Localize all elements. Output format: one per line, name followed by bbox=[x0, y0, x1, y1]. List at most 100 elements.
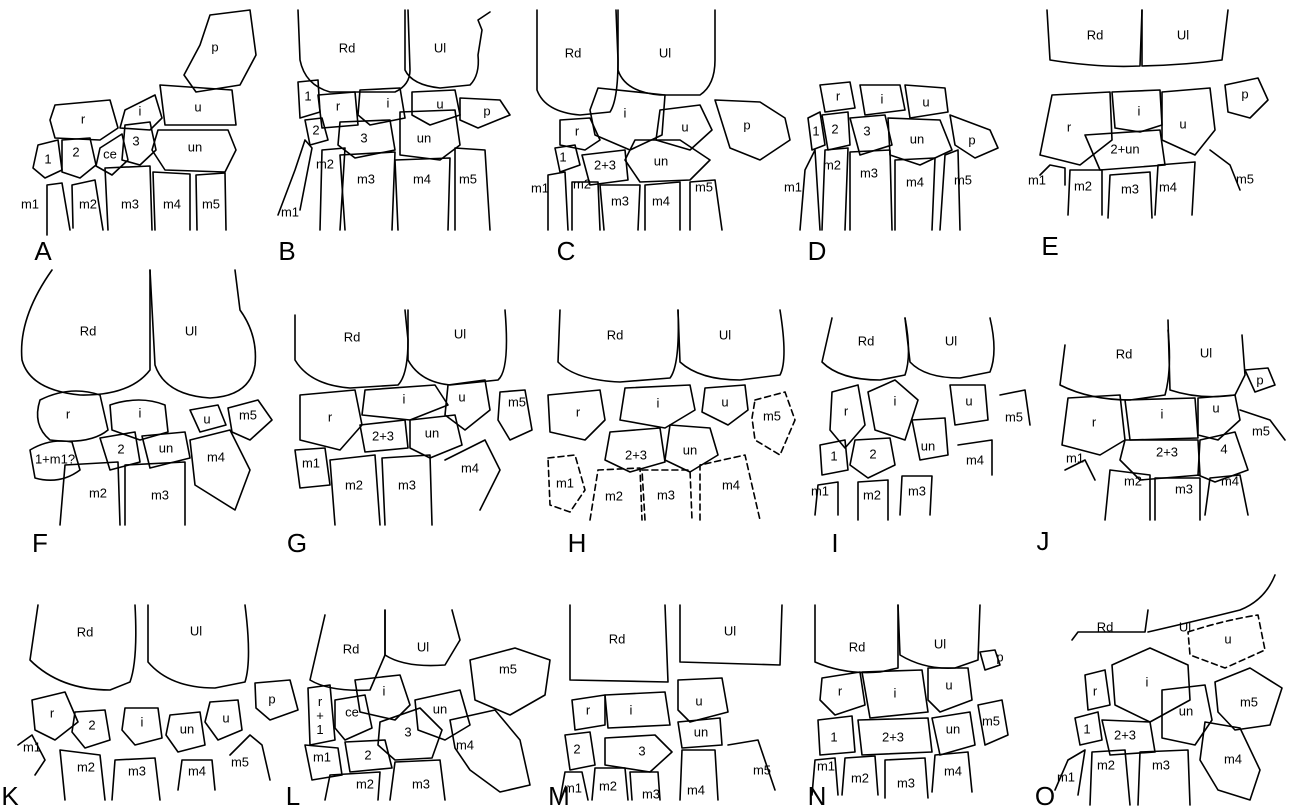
label-1: 1 bbox=[812, 123, 819, 138]
label-r: r bbox=[1092, 414, 1097, 429]
label-m2: m2 bbox=[345, 477, 363, 492]
label-2-3: 2+3 bbox=[625, 447, 647, 462]
panel-c: Rd Ul i r u p un 1 2+3 m1 m2 m3 m4 m5 C bbox=[531, 10, 790, 266]
label-m3: m3 bbox=[1121, 181, 1139, 196]
label-r: r bbox=[838, 683, 843, 698]
panel-i: Rd Ul r i u m5 1 2 un m4 m1 m2 m3 I bbox=[811, 318, 1030, 558]
radiale-outline bbox=[38, 391, 108, 441]
label-un: un bbox=[433, 701, 447, 716]
label-m3: m3 bbox=[151, 487, 169, 502]
intermedium-outline bbox=[605, 692, 670, 728]
label-i: i bbox=[141, 714, 144, 729]
label-m5: m5 bbox=[459, 171, 477, 186]
label-ul: Ul bbox=[1200, 345, 1212, 360]
radius-outline bbox=[558, 310, 678, 382]
label-m5: m5 bbox=[763, 408, 781, 423]
label-m5: m5 bbox=[982, 713, 1000, 728]
label-r: r bbox=[836, 88, 841, 103]
panel-label: E bbox=[1041, 231, 1058, 261]
label-r: r bbox=[576, 404, 581, 419]
label-un: un bbox=[159, 440, 173, 455]
label-2: 2 bbox=[364, 747, 371, 762]
label-u: u bbox=[222, 710, 229, 725]
label-ul: Ul bbox=[1179, 619, 1191, 634]
label-m5: m5 bbox=[1240, 694, 1258, 709]
label-rd: Rd bbox=[607, 327, 624, 342]
label-m3: m3 bbox=[657, 487, 675, 502]
label-u: u bbox=[681, 119, 688, 134]
radius-outline bbox=[537, 10, 618, 115]
ulna-outline bbox=[385, 610, 460, 666]
metacarpal-4-outline bbox=[395, 158, 450, 230]
label-2: 2 bbox=[869, 446, 876, 461]
label-2-un: 2+un bbox=[1110, 141, 1139, 156]
label-u: u bbox=[945, 677, 952, 692]
label-m3: m3 bbox=[860, 165, 878, 180]
label-ul: Ul bbox=[724, 623, 736, 638]
distal-carpal-3-outline bbox=[850, 115, 892, 155]
label-1: 1 bbox=[44, 151, 51, 166]
metacarpal-3-outline bbox=[850, 150, 892, 230]
label-ul: Ul bbox=[434, 40, 446, 55]
label-p: p bbox=[1241, 86, 1248, 101]
label-m2: m2 bbox=[573, 176, 591, 191]
label-2: 2 bbox=[88, 717, 95, 732]
label-2: 2 bbox=[573, 741, 580, 756]
label-r-1: r+1 bbox=[316, 694, 324, 737]
label-m5: m5 bbox=[499, 661, 517, 676]
label-u: u bbox=[203, 411, 210, 426]
label-m4: m4 bbox=[413, 171, 431, 186]
label-4: 4 bbox=[1220, 441, 1227, 456]
label-r: r bbox=[1067, 119, 1072, 134]
metacarpal-5-outline bbox=[470, 648, 550, 715]
label-m4: m4 bbox=[188, 763, 206, 778]
ulna-outline bbox=[405, 10, 490, 88]
panel-a: p u r i un ce 3 1 2 m1 m2 m3 m4 m5 A bbox=[21, 10, 256, 266]
pisiform-outline bbox=[715, 100, 790, 160]
metacarpal-1-outline bbox=[47, 183, 70, 235]
label-u: u bbox=[922, 94, 929, 109]
label-m2: m2 bbox=[77, 759, 95, 774]
label-u: u bbox=[1224, 631, 1231, 646]
label-m1: m1 bbox=[1028, 172, 1046, 187]
label-i: i bbox=[387, 95, 390, 110]
panel-label: F bbox=[32, 528, 48, 558]
panel-label: M bbox=[548, 781, 570, 811]
label-m3: m3 bbox=[1175, 481, 1193, 496]
label-ul: Ul bbox=[659, 45, 671, 60]
panel-label: L bbox=[286, 781, 300, 811]
metacarpal-3-outline bbox=[340, 152, 395, 230]
label-i: i bbox=[657, 395, 660, 410]
radius-outline bbox=[1060, 330, 1169, 400]
label-3: 3 bbox=[863, 123, 870, 138]
label-m5: m5 bbox=[1005, 409, 1023, 424]
label-m4: m4 bbox=[1221, 473, 1239, 488]
label-un: un bbox=[1179, 703, 1193, 718]
label-m1: m1 bbox=[556, 475, 574, 490]
radiale-outline bbox=[32, 692, 78, 740]
label-2-3: 2+3 bbox=[594, 157, 616, 172]
label-2-3: 2+3 bbox=[1114, 727, 1136, 742]
label-p: p bbox=[743, 117, 750, 132]
label-m4: m4 bbox=[906, 174, 924, 189]
label-i: i bbox=[1161, 406, 1164, 421]
label-un: un bbox=[694, 724, 708, 739]
label-m4: m4 bbox=[163, 196, 181, 211]
label-r: r bbox=[328, 409, 333, 424]
label-un: un bbox=[683, 442, 697, 457]
ulna-outline bbox=[678, 310, 784, 380]
label-3: 3 bbox=[132, 133, 139, 148]
label-un: un bbox=[946, 721, 960, 736]
label-m5: m5 bbox=[508, 394, 526, 409]
label-2: 2 bbox=[831, 121, 838, 136]
label-3: 3 bbox=[638, 743, 645, 758]
label-m2: m2 bbox=[605, 488, 623, 503]
radiale-outline bbox=[1040, 92, 1112, 165]
pisiform-outline bbox=[255, 680, 298, 720]
radius-outline bbox=[295, 310, 408, 388]
label-m5: m5 bbox=[1252, 423, 1270, 438]
label-m5: m5 bbox=[202, 196, 220, 211]
label-un: un bbox=[180, 721, 194, 736]
label-m2: m2 bbox=[863, 487, 881, 502]
